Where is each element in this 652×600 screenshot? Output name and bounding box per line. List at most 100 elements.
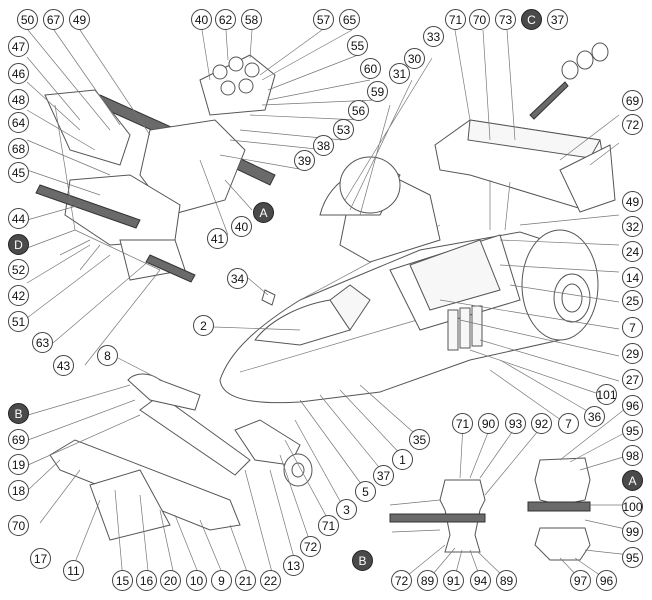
callout-11: 11 — [63, 560, 84, 581]
callout-71: 71 — [445, 9, 466, 30]
part-34-fin — [261, 289, 276, 306]
callout-9: 9 — [211, 570, 232, 591]
callout-93: 93 — [505, 413, 526, 434]
front-wing — [49, 373, 313, 541]
callout-39: 39 — [294, 150, 315, 171]
callout-99: 99 — [622, 521, 643, 542]
callout-33: 33 — [423, 26, 444, 47]
callout-45: 45 — [8, 162, 29, 183]
callout-42: 42 — [8, 285, 29, 306]
callout-22: 22 — [260, 570, 281, 591]
callout-44: 44 — [8, 208, 29, 229]
callout-24: 24 — [622, 241, 643, 262]
callout-53: 53 — [333, 119, 354, 140]
car-body — [219, 156, 599, 404]
callout-27: 27 — [622, 369, 643, 390]
callout-68: 68 — [8, 138, 29, 159]
callout-34: 34 — [227, 268, 248, 289]
callout-3: 3 — [336, 499, 357, 520]
callout-50: 50 — [17, 9, 38, 30]
callout-letter-b-left: B — [8, 403, 29, 424]
callout-70: 70 — [469, 9, 490, 30]
callout-69b: 69 — [8, 429, 29, 450]
rear-wing — [434, 119, 616, 231]
callout-8: 8 — [97, 345, 118, 366]
callout-49: 49 — [69, 9, 90, 30]
callout-46: 46 — [8, 63, 29, 84]
callout-43: 43 — [53, 355, 74, 376]
callout-47: 47 — [8, 36, 29, 57]
callout-letter-b-bottom: B — [352, 550, 373, 571]
callout-63: 63 — [32, 332, 53, 353]
callout-96: 96 — [622, 395, 643, 416]
leader-lines — [26, 29, 632, 581]
callout-letter-c: C — [521, 9, 542, 30]
callout-letter-a-top: A — [253, 202, 274, 223]
callout-18: 18 — [8, 480, 29, 501]
callout-72c: 72 — [391, 570, 412, 591]
callout-36: 36 — [584, 406, 605, 427]
callout-15: 15 — [112, 570, 133, 591]
callout-30: 30 — [404, 48, 425, 69]
callout-16: 16 — [136, 570, 157, 591]
callout-29: 29 — [622, 343, 643, 364]
detail-stand-right — [527, 457, 591, 561]
callout-57: 57 — [313, 9, 334, 30]
callout-13: 13 — [283, 555, 304, 576]
callout-91: 91 — [443, 570, 464, 591]
callout-95b: 95 — [622, 547, 643, 568]
callout-71b: 71 — [318, 515, 339, 536]
callout-48: 48 — [8, 89, 29, 110]
callout-60: 60 — [360, 58, 381, 79]
callout-21: 21 — [235, 570, 256, 591]
callout-32: 32 — [622, 216, 643, 237]
callout-101: 101 — [596, 384, 617, 405]
callout-40: 40 — [191, 9, 212, 30]
callout-58: 58 — [241, 9, 262, 30]
callout-5: 5 — [355, 481, 376, 502]
callout-55: 55 — [347, 35, 368, 56]
callout-65: 65 — [339, 9, 360, 30]
engine-assembly — [35, 54, 276, 283]
callout-35: 35 — [409, 429, 430, 450]
callout-40b: 40 — [231, 216, 252, 237]
callout-95: 95 — [622, 420, 643, 441]
callout-10: 10 — [186, 570, 207, 591]
callout-90: 90 — [478, 413, 499, 434]
callout-94: 94 — [470, 570, 491, 591]
callout-19: 19 — [8, 454, 29, 475]
callout-41: 41 — [207, 228, 228, 249]
callout-51: 51 — [8, 311, 29, 332]
callout-56: 56 — [348, 100, 369, 121]
callout-38: 38 — [313, 135, 334, 156]
callout-1: 1 — [392, 449, 413, 470]
callout-52: 52 — [8, 259, 29, 280]
callout-37: 37 — [547, 9, 568, 30]
callout-96b: 96 — [596, 570, 617, 591]
callout-92: 92 — [531, 413, 552, 434]
callout-71c: 71 — [452, 413, 473, 434]
callout-89: 89 — [417, 570, 438, 591]
callout-62: 62 — [215, 9, 236, 30]
callout-letter-a-right: A — [622, 470, 643, 491]
callout-49b: 49 — [622, 191, 643, 212]
callout-69: 69 — [622, 90, 643, 111]
callout-72: 72 — [622, 114, 643, 135]
callout-89b: 89 — [496, 570, 517, 591]
callout-67: 67 — [43, 9, 64, 30]
callout-98: 98 — [622, 445, 643, 466]
callout-17: 17 — [30, 548, 51, 569]
callout-59: 59 — [367, 81, 388, 102]
callout-37b: 37 — [373, 465, 394, 486]
callout-70b: 70 — [8, 515, 29, 536]
callout-100: 100 — [622, 496, 643, 517]
callout-64: 64 — [8, 112, 29, 133]
callout-14: 14 — [622, 267, 643, 288]
callout-73: 73 — [495, 9, 516, 30]
callout-2: 2 — [193, 315, 214, 336]
callout-25: 25 — [622, 290, 643, 311]
callout-7b: 7 — [558, 413, 579, 434]
callout-letter-d: D — [8, 234, 29, 255]
